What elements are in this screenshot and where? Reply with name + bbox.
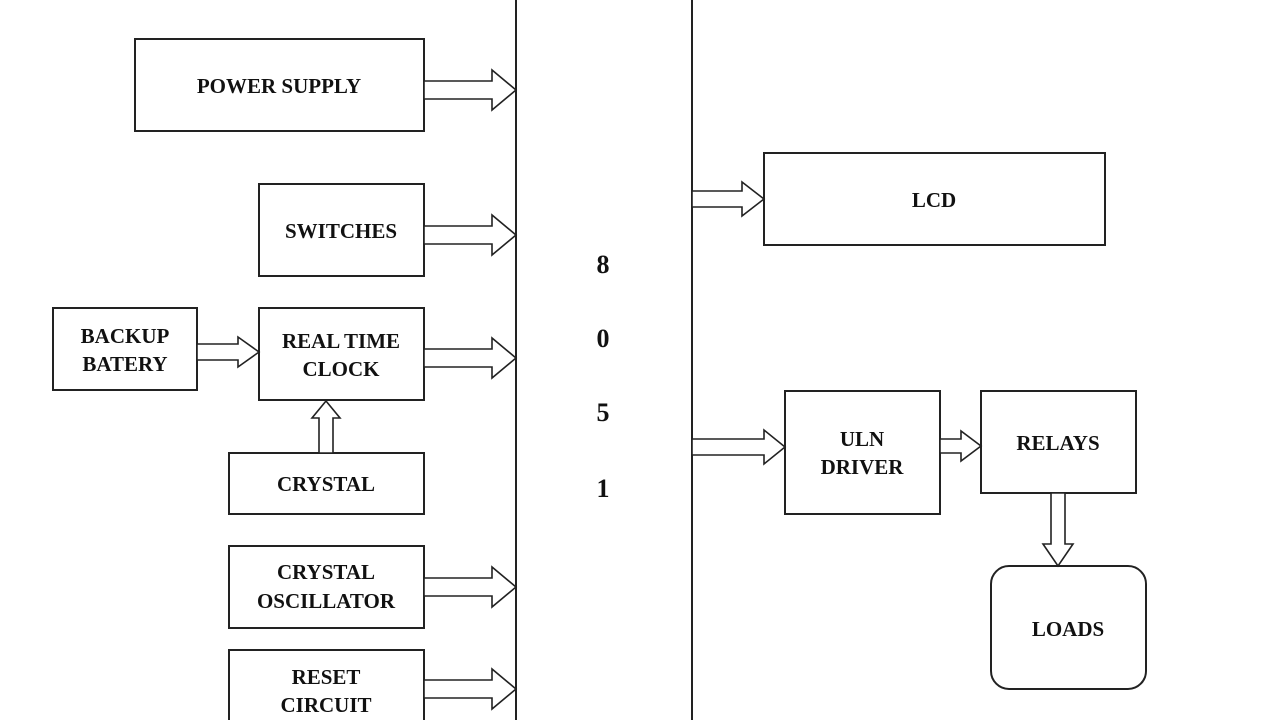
relays-block <box>980 390 1137 494</box>
crystal-oscillator-label-line-2: OSCILLATOR <box>257 589 396 613</box>
loads-label: LOADS <box>1032 617 1104 641</box>
real-time-clock-block <box>258 307 425 401</box>
real-time-clock-label-line-2: CLOCK <box>302 357 380 381</box>
uln-driver-label-line-2: DRIVER <box>821 455 905 479</box>
microcontroller-label-line-4: 1 <box>597 474 610 503</box>
power-supply-label: POWER SUPPLY <box>197 74 361 98</box>
reset-to-mcu-arrow <box>423 667 518 711</box>
microcontroller-block <box>515 0 693 720</box>
crystal-oscillator-label-line-1: CRYSTAL <box>277 560 375 584</box>
uln-to-relays-arrow <box>939 429 983 463</box>
real-time-clock-label-line-1: REAL TIME <box>282 329 400 353</box>
oscillator-to-mcu-arrow <box>423 565 518 609</box>
crystal-oscillator-block <box>228 545 425 629</box>
switches-to-mcu-arrow <box>423 213 518 257</box>
switches-label: SWITCHES <box>285 219 397 243</box>
loads-block <box>990 565 1147 690</box>
microcontroller-label-line-1: 8 <box>597 250 610 279</box>
reset-circuit-label-line-2: CIRCUIT <box>280 693 371 717</box>
reset-circuit-label-line-1: RESET <box>292 665 361 689</box>
crystal-to-rtc-arrow <box>310 399 342 454</box>
backup-battery-label-line-2: BATERY <box>82 352 167 376</box>
backup-battery-block <box>52 307 198 391</box>
lcd-label: LCD <box>912 188 956 212</box>
microcontroller-label-line-2: 0 <box>597 324 610 353</box>
crystal-label: CRYSTAL <box>277 472 375 496</box>
power-supply-to-mcu-arrow <box>423 68 518 112</box>
relays-label: RELAYS <box>1016 431 1099 455</box>
backup-battery-label-line-1: BACKUP <box>81 324 170 348</box>
battery-to-rtc-arrow <box>196 335 261 369</box>
rtc-to-mcu-arrow <box>423 336 518 380</box>
switches-block <box>258 183 425 277</box>
power-supply-block <box>134 38 425 132</box>
mcu-to-uln-arrow <box>691 428 787 466</box>
mcu-to-lcd-arrow <box>691 180 766 218</box>
uln-driver-label-line-1: ULN <box>840 427 884 451</box>
uln-driver-block <box>784 390 941 515</box>
relays-to-loads-arrow <box>1041 492 1075 568</box>
microcontroller-label-line-3: 5 <box>597 398 610 427</box>
